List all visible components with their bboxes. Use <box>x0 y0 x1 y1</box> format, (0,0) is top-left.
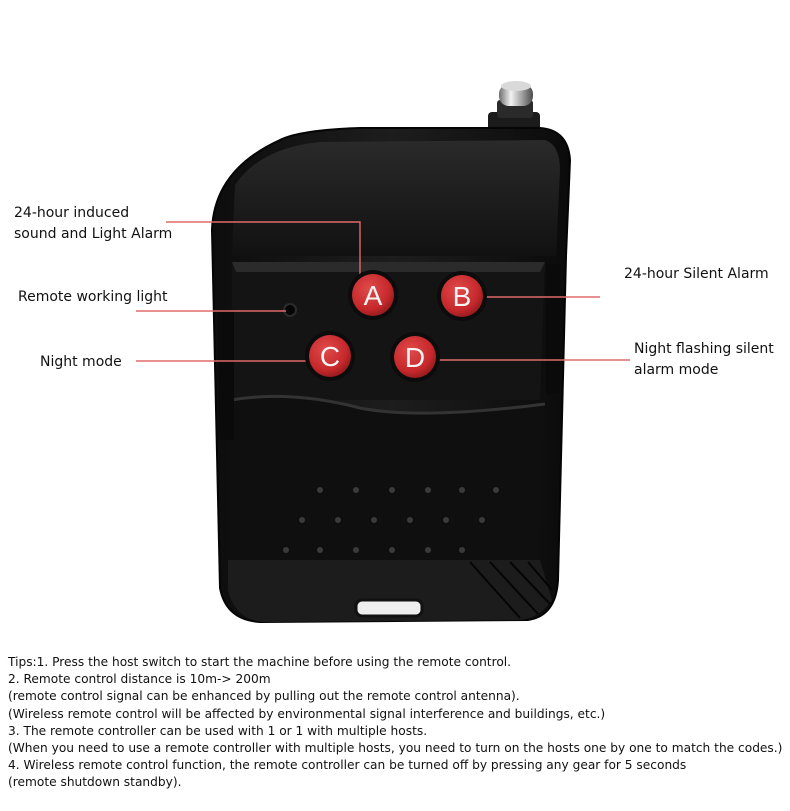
working-light-indicator <box>283 303 297 317</box>
tip-line: 2. Remote control distance is 10m-> 200m <box>8 672 271 687</box>
button-b[interactable]: B <box>437 271 487 321</box>
button-d[interactable]: D <box>390 332 440 382</box>
callout-silent-b: 24-hour Silent Alarm <box>624 266 769 282</box>
tip-line: Tips:1. Press the host switch to start t… <box>8 655 512 669</box>
tip-line: (Wireless remote control will be affecte… <box>8 706 606 721</box>
keyring-slot <box>354 598 424 618</box>
tip-line: 3. The remote controller can be used wit… <box>8 723 428 738</box>
top-shoulder <box>232 140 560 256</box>
ribbed-base <box>228 560 552 622</box>
leader-lines <box>136 221 630 362</box>
callout-alarm-a: 24-hour induced sound and Light Alarm <box>14 205 173 242</box>
button-c-label: C <box>320 341 340 372</box>
tip-line: (When you need to use a remote controlle… <box>8 741 783 756</box>
button-b-label: B <box>453 281 472 312</box>
lower-panel <box>228 396 545 560</box>
button-a-label: A <box>364 280 383 311</box>
tip-line: (remote control signal can be enhanced b… <box>8 689 520 704</box>
tip-line: 4. Wireless remote control function, the… <box>8 758 687 773</box>
button-c[interactable]: C <box>305 331 355 381</box>
usage-tips: Tips:1. Press the host switch to start t… <box>8 654 788 792</box>
callout-night-flash-d: Night flashing silent alarm mode <box>634 341 774 378</box>
speaker-dots <box>283 487 499 553</box>
callout-working-light: Remote working light <box>18 289 168 305</box>
button-a[interactable]: A <box>348 270 398 320</box>
tip-line: (remote shutdown standby). <box>8 775 182 790</box>
callout-night-c: Night mode <box>40 354 122 370</box>
button-d-label: D <box>405 342 425 373</box>
remote-control-illustration: A B C D <box>136 81 630 624</box>
